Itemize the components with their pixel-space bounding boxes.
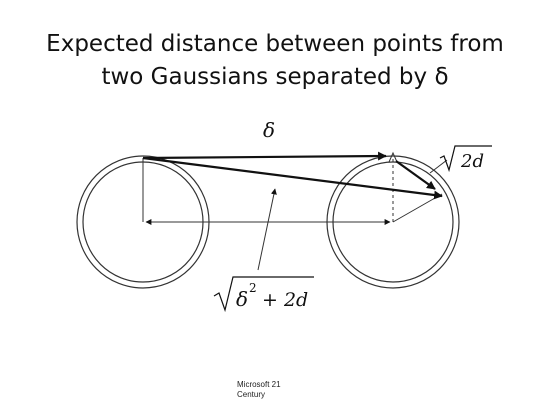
sqrt-2d-arrow bbox=[395, 160, 436, 190]
title-line-1: Expected distance between points from bbox=[46, 31, 504, 57]
distance-arrow bbox=[142, 156, 443, 200]
footer-line-2: Century bbox=[237, 390, 266, 399]
delta-label: δ bbox=[263, 118, 275, 142]
right-radius-diagonal bbox=[392, 193, 443, 223]
title-line-2: two Gaussians separated by δ bbox=[101, 64, 449, 90]
footer-line-1: Microsoft 21 bbox=[237, 380, 281, 389]
slide-footer: Microsoft 21 Century bbox=[237, 380, 281, 400]
sqrt-2d-label: 2d bbox=[439, 145, 492, 173]
delta-arrow bbox=[142, 151, 387, 161]
label-pointer-arrow bbox=[257, 188, 277, 271]
sqrt-delta-base: δ bbox=[236, 287, 248, 311]
sqrt-2d-pointer bbox=[429, 159, 448, 174]
sqrt-delta-rest: + 2d bbox=[262, 289, 308, 311]
slide-title: Expected distance between points from tw… bbox=[0, 28, 550, 94]
sqrt-2d-text: 2d bbox=[460, 151, 484, 172]
sqrt-delta-2d-label: δ 2 + 2d bbox=[213, 276, 314, 313]
right-radius-arrowhead bbox=[388, 151, 398, 163]
sqrt-delta-exp: 2 bbox=[249, 281, 257, 295]
